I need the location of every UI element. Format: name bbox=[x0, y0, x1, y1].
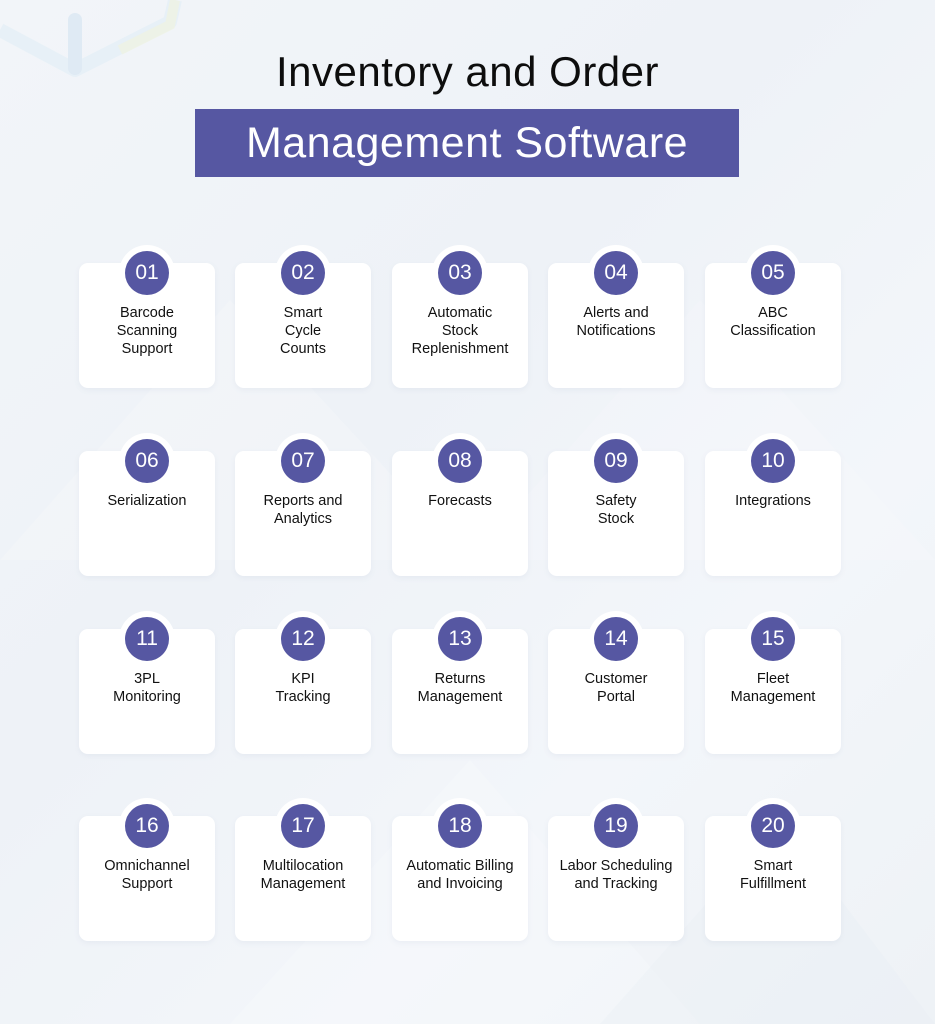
feature-card: 16 Omnichannel Support bbox=[79, 798, 215, 941]
feature-card: 11 3PL Monitoring bbox=[79, 611, 215, 754]
number-badge: 04 bbox=[594, 251, 638, 295]
feature-label: Integrations bbox=[735, 493, 811, 509]
number-badge: 02 bbox=[281, 251, 325, 295]
feature-card: 14 Customer Portal bbox=[548, 611, 684, 754]
feature-card: 10 Integrations bbox=[705, 433, 841, 576]
feature-label: Fleet Management bbox=[730, 671, 816, 705]
title-line-1: Inventory and Order bbox=[275, 48, 660, 95]
feature-card: 12 KPI Tracking bbox=[235, 611, 371, 754]
feature-label: Barcode Scanning Support bbox=[116, 305, 178, 357]
feature-label: Reports and Analytics bbox=[263, 493, 343, 527]
feature-label: Multilocation Management bbox=[260, 858, 346, 892]
title-line-2: Management Software bbox=[245, 118, 689, 167]
feature-label: Automatic Billing and Invoicing bbox=[406, 858, 514, 892]
feature-label: Smart Cycle Counts bbox=[280, 305, 326, 357]
feature-label: Alerts and Notifications bbox=[576, 305, 656, 339]
number-badge: 20 bbox=[751, 804, 795, 848]
number-badge: 05 bbox=[751, 251, 795, 295]
feature-label: ABC Classification bbox=[730, 305, 816, 339]
feature-label: Smart Fulfillment bbox=[739, 858, 807, 892]
number-badge: 01 bbox=[125, 251, 169, 295]
feature-label: 3PL Monitoring bbox=[113, 671, 181, 705]
feature-card: 09 Safety Stock bbox=[548, 433, 684, 576]
number-badge: 08 bbox=[438, 439, 482, 483]
number-badge: 13 bbox=[438, 617, 482, 661]
number-badge: 14 bbox=[594, 617, 638, 661]
feature-card: 05 ABC Classification bbox=[705, 245, 841, 388]
number-badge: 19 bbox=[594, 804, 638, 848]
feature-label: Forecasts bbox=[428, 493, 492, 509]
number-badge: 10 bbox=[751, 439, 795, 483]
title-banner: Management Software bbox=[195, 109, 739, 177]
feature-card: 02 Smart Cycle Counts bbox=[235, 245, 371, 388]
number-badge: 15 bbox=[751, 617, 795, 661]
number-badge: 07 bbox=[281, 439, 325, 483]
number-badge: 03 bbox=[438, 251, 482, 295]
number-badge: 12 bbox=[281, 617, 325, 661]
feature-card: 18 Automatic Billing and Invoicing bbox=[392, 798, 528, 941]
number-badge: 17 bbox=[281, 804, 325, 848]
number-badge: 11 bbox=[125, 617, 169, 661]
feature-card: 17 Multilocation Management bbox=[235, 798, 371, 941]
feature-label: Automatic Stock Replenishment bbox=[411, 305, 509, 357]
feature-label: Labor Scheduling and Tracking bbox=[559, 858, 673, 892]
feature-card: 06 Serialization bbox=[79, 433, 215, 576]
feature-card: 08 Forecasts bbox=[392, 433, 528, 576]
number-badge: 16 bbox=[125, 804, 169, 848]
number-badge: 09 bbox=[594, 439, 638, 483]
feature-label: Customer Portal bbox=[584, 671, 648, 705]
feature-card: 20 Smart Fulfillment bbox=[705, 798, 841, 941]
feature-label: KPI Tracking bbox=[275, 671, 331, 705]
feature-label: Serialization bbox=[107, 493, 187, 509]
feature-label: Safety Stock bbox=[595, 493, 637, 527]
feature-card: 19 Labor Scheduling and Tracking bbox=[548, 798, 684, 941]
feature-card: 04 Alerts and Notifications bbox=[548, 245, 684, 388]
feature-label: Omnichannel Support bbox=[104, 858, 190, 892]
feature-card: 03 Automatic Stock Replenishment bbox=[392, 245, 528, 388]
feature-card: 15 Fleet Management bbox=[705, 611, 841, 754]
number-badge: 18 bbox=[438, 804, 482, 848]
feature-card: 01 Barcode Scanning Support bbox=[79, 245, 215, 388]
number-badge: 06 bbox=[125, 439, 169, 483]
feature-card: 07 Reports and Analytics bbox=[235, 433, 371, 576]
feature-label: Returns Management bbox=[417, 671, 503, 705]
feature-card: 13 Returns Management bbox=[392, 611, 528, 754]
